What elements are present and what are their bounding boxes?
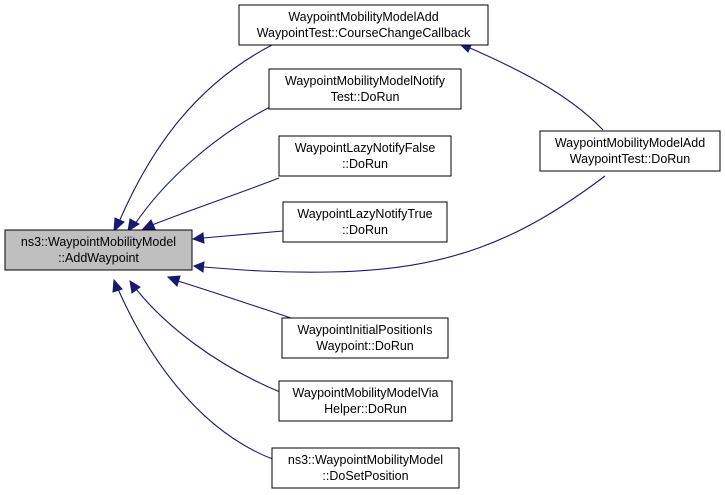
node-lazy-true-box — [282, 201, 448, 243]
node-lazy-false-line-1: WaypointLazyNotifyFalse — [295, 141, 436, 155]
node-set-position-box — [271, 447, 460, 489]
arrowhead-via-helper-to-main — [129, 280, 141, 294]
node-via-helper-line-1: WaypointMobilityModelVia — [293, 386, 439, 400]
arrowhead-add-test-to-main — [192, 261, 205, 273]
node-notify-test-line-1: WaypointMobilityModelNotify — [285, 74, 446, 88]
node-initial-pos-line-2: Waypoint::DoRun — [316, 339, 414, 353]
node-notify-test-box — [268, 68, 462, 110]
node-lazy-true-line-2: ::DoRun — [342, 223, 388, 237]
arrowhead-initial-pos-to-main — [166, 275, 181, 287]
node-add-test-line-1: WaypointMobilityModelAdd — [555, 136, 705, 150]
edge-notify-test-to-main — [134, 105, 273, 225]
node-add-test-line-2: WaypointTest::DoRun — [570, 152, 690, 166]
node-course-change[interactable]: WaypointMobilityModelAdd WaypointTest::C… — [238, 4, 489, 46]
node-set-position[interactable]: ns3::WaypointMobilityModel ::DoSetPositi… — [271, 447, 460, 489]
arrowhead-notify-test-to-main — [127, 218, 140, 233]
node-course-change-box — [238, 4, 489, 46]
node-initial-pos-line-1: WaypointInitialPositionIs — [297, 323, 432, 337]
node-notify-test[interactable]: WaypointMobilityModelNotify Test::DoRun — [268, 68, 462, 110]
edge-add-test-to-course-change — [469, 47, 604, 131]
node-set-position-line-1: ns3::WaypointMobilityModel — [288, 453, 443, 467]
node-main[interactable]: ns3::WaypointMobilityModel ::AddWaypoint — [4, 229, 193, 271]
node-add-test-box — [539, 130, 721, 172]
edge-course-change-to-main — [118, 44, 273, 223]
edge-lazy-false-to-main — [151, 177, 280, 226]
edge-add-test-to-main — [203, 175, 606, 273]
arrowhead-lazy-false-to-main — [141, 219, 156, 230]
arrowhead-lazy-true-to-main — [191, 232, 205, 244]
edge-set-position-to-main — [117, 288, 276, 461]
node-lazy-true[interactable]: WaypointLazyNotifyTrue ::DoRun — [282, 201, 448, 243]
node-course-change-line-1: WaypointMobilityModelAdd — [288, 10, 438, 24]
edge-initial-pos-to-main — [177, 280, 301, 322]
node-main-line-2: ::AddWaypoint — [58, 251, 139, 265]
node-add-test[interactable]: WaypointMobilityModelAdd WaypointTest::D… — [539, 130, 721, 172]
edges — [112, 42, 606, 461]
node-via-helper[interactable]: WaypointMobilityModelVia Helper::DoRun — [278, 380, 453, 422]
arrowhead-course-change-to-main — [113, 217, 125, 233]
node-main-line-1: ns3::WaypointMobilityModel — [21, 235, 176, 249]
arrowhead-set-position-to-main — [112, 278, 123, 293]
node-notify-test-line-2: Test::DoRun — [331, 90, 400, 104]
node-lazy-false-box — [278, 135, 452, 177]
node-lazy-false[interactable]: WaypointLazyNotifyFalse ::DoRun — [278, 135, 452, 177]
node-lazy-true-line-1: WaypointLazyNotifyTrue — [297, 207, 432, 221]
edge-lazy-true-to-main — [202, 230, 284, 239]
node-initial-pos[interactable]: WaypointInitialPositionIs Waypoint::DoRu… — [281, 317, 449, 359]
node-set-position-line-2: ::DoSetPosition — [322, 469, 408, 483]
edge-via-helper-to-main — [135, 288, 281, 393]
node-via-helper-line-2: Helper::DoRun — [324, 402, 407, 416]
node-via-helper-box — [278, 380, 453, 422]
node-course-change-line-2: WaypointTest::CourseChangeCallback — [257, 26, 471, 40]
node-main-box — [4, 229, 193, 271]
node-initial-pos-box — [281, 317, 449, 359]
node-lazy-false-line-2: ::DoRun — [342, 157, 388, 171]
